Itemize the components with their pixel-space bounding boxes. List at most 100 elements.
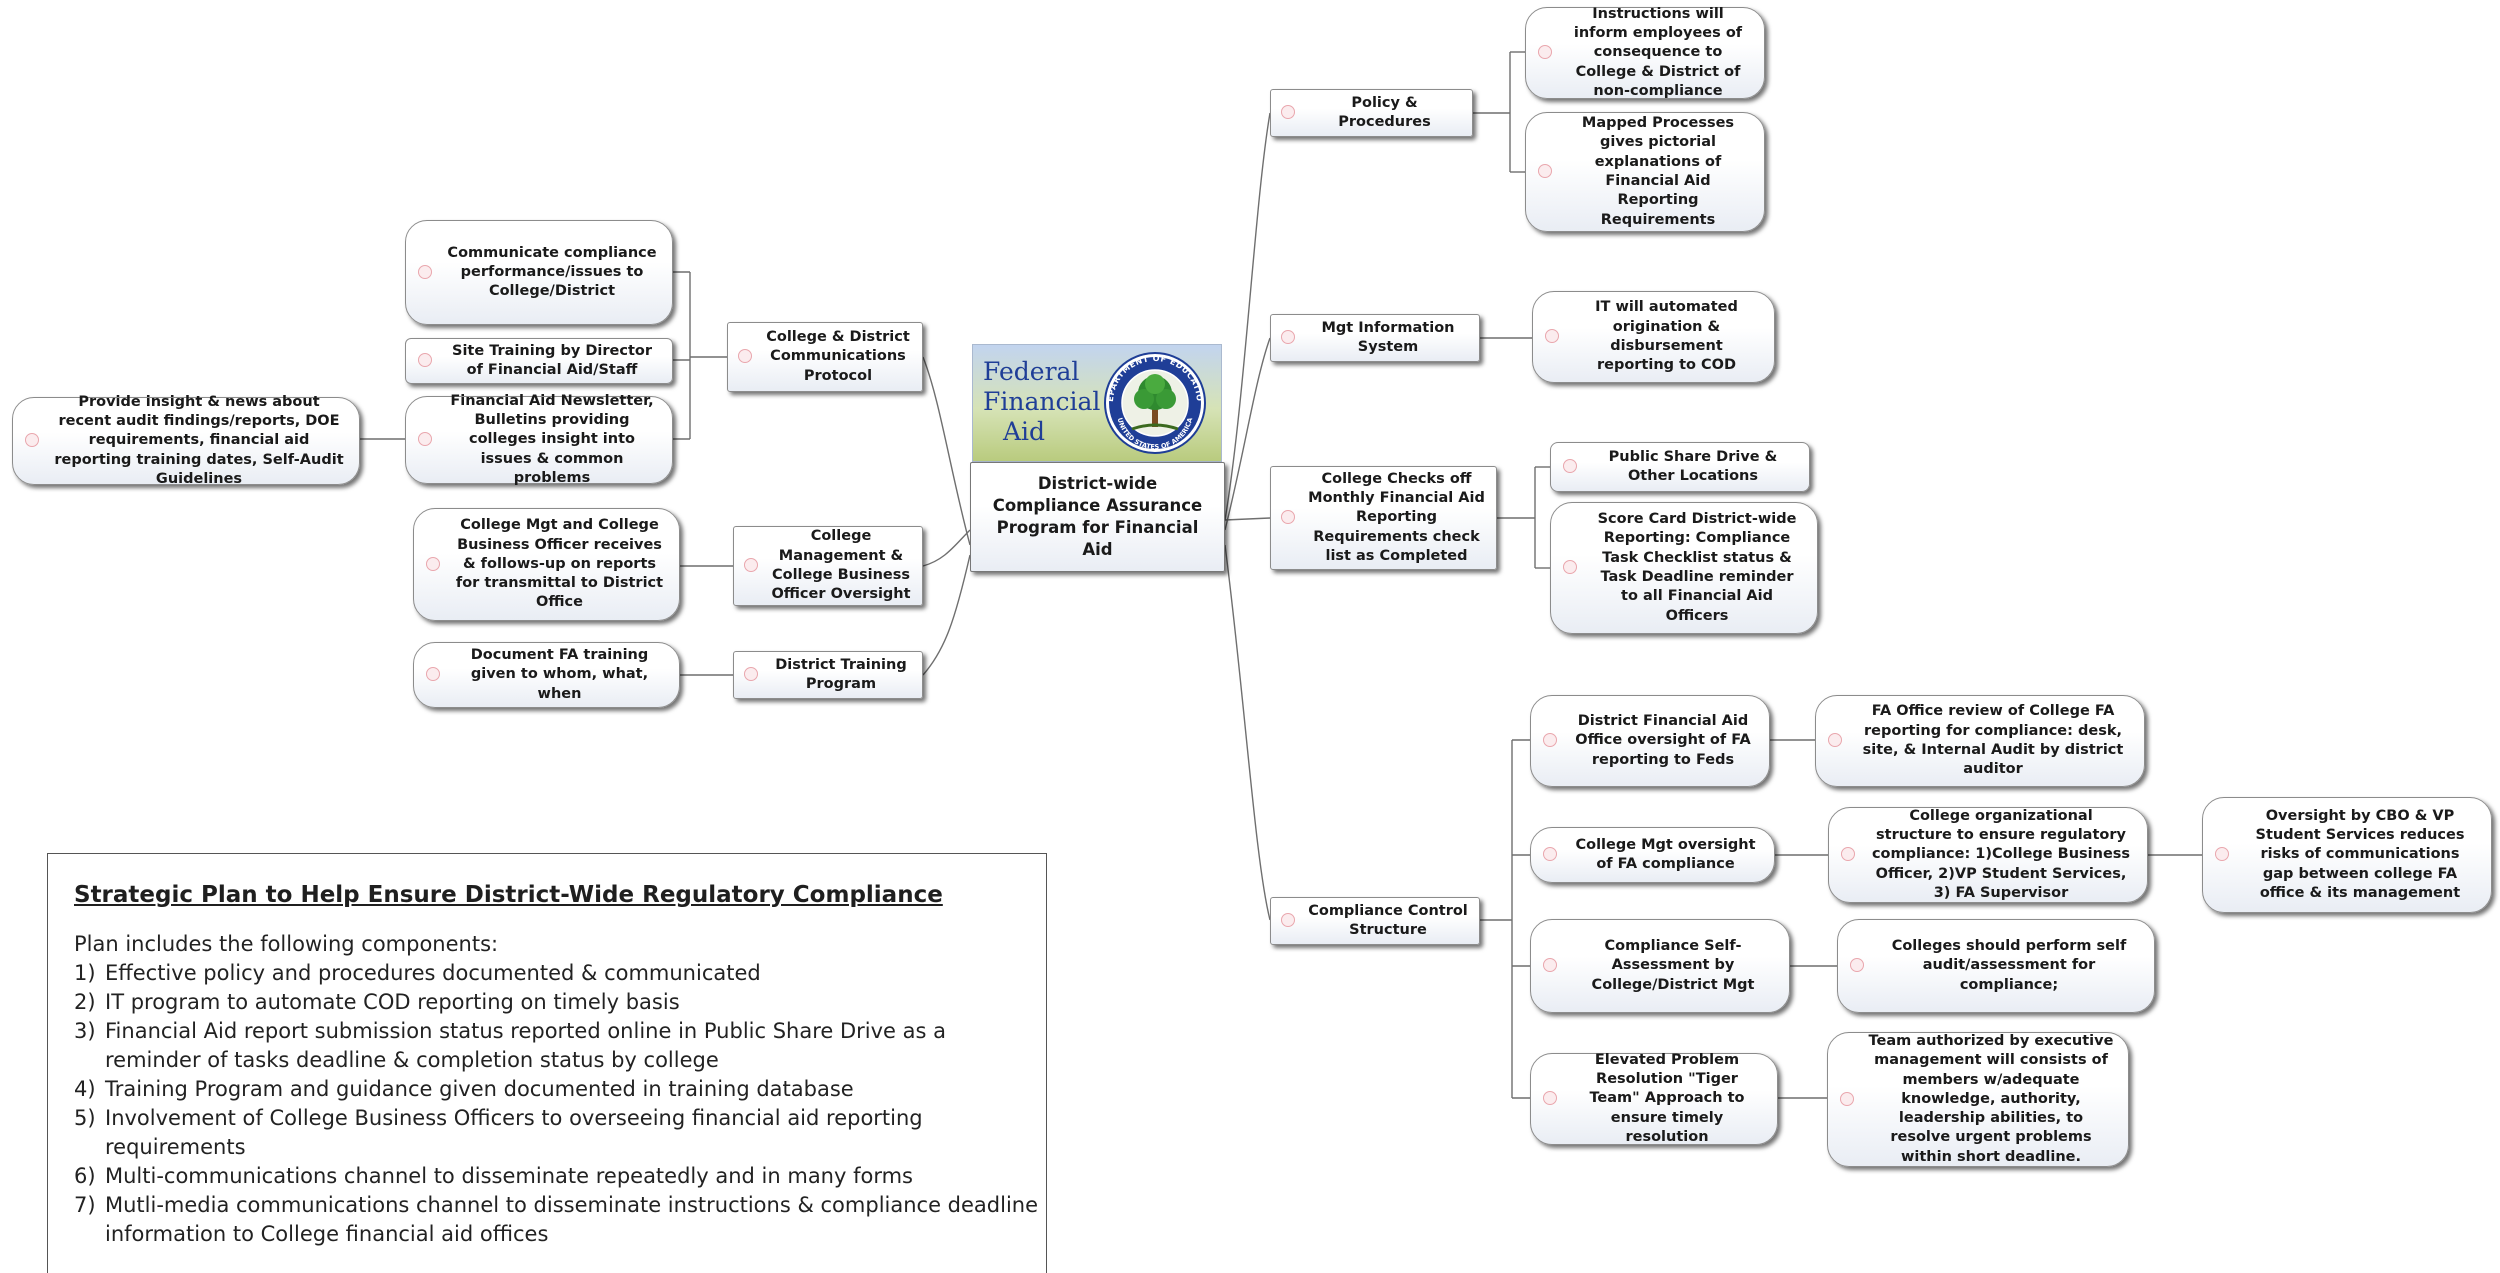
- topic-bullet-icon: [738, 349, 752, 363]
- topic-bullet-icon: [25, 433, 39, 447]
- plan-item-3: 3) Financial Aid report submission status…: [74, 1017, 1046, 1075]
- mis-child-node[interactable]: IT will automated origination & disburse…: [1532, 291, 1775, 383]
- topic-bullet-icon: [1543, 1091, 1557, 1105]
- control-grandchild-node-3[interactable]: Colleges should perform self audit/asses…: [1837, 919, 2155, 1013]
- checks-child-node-2[interactable]: Score Card District-wide Reporting: Comp…: [1550, 502, 1818, 634]
- mgmt-child-node[interactable]: College Mgt and College Business Officer…: [413, 508, 680, 621]
- plan-item-5: 5) Involvement of College Business Office…: [74, 1104, 1046, 1162]
- plan-item-text: Effective policy and procedures document…: [105, 961, 761, 985]
- checks-child-node-1[interactable]: Public Share Drive & Other Locations: [1550, 442, 1810, 492]
- comm-child-node-3[interactable]: Financial Aid Newsletter, Bulletins prov…: [405, 393, 673, 486]
- topic-bullet-icon: [1545, 329, 1559, 343]
- control-grandchild-node-1[interactable]: FA Office review of College FA reporting…: [1815, 695, 2145, 787]
- mis-label: Mgt Information System: [1321, 319, 1455, 355]
- plan-item-4: 4) Training Program and guidance given do…: [74, 1075, 1046, 1104]
- topic-bullet-icon: [426, 556, 440, 571]
- topic-bullet-icon: [1563, 560, 1577, 574]
- comm-child-node-1[interactable]: Communicate compliance performance/issue…: [405, 220, 673, 325]
- topic-bullet-icon: [1281, 105, 1295, 119]
- plan-item-number: 6): [74, 1164, 96, 1188]
- strategic-plan-title: Strategic Plan to Help Ensure District-W…: [74, 882, 943, 908]
- policy-child-node-2[interactable]: Mapped Processes gives pictorial explana…: [1525, 112, 1765, 232]
- topic-bullet-icon: [426, 667, 440, 681]
- control-child-label-4: Elevated Problem Resolution "Tiger Team"…: [1589, 1051, 1745, 1145]
- control-child-node-1[interactable]: District Financial Aid Office oversight …: [1530, 695, 1770, 787]
- policy-procedures-node[interactable]: Policy & Procedures: [1270, 89, 1473, 137]
- control-grandchild-label-3: Colleges should perform self audit/asses…: [1891, 938, 2127, 993]
- control-child-node-4[interactable]: Elevated Problem Resolution "Tiger Team"…: [1530, 1051, 1778, 1145]
- plan-item-text: Training Program and guidance given docu…: [105, 1077, 854, 1101]
- strategic-plan-intro: Plan includes the following components:: [74, 932, 499, 956]
- policy-child-label-1: Instructions will inform employees of co…: [1573, 5, 1743, 99]
- plan-item-7: 7) Mutli-media communications channel to …: [74, 1191, 1046, 1249]
- comm-grandchild-node[interactable]: Provide insight & news about recent audi…: [12, 394, 360, 487]
- plan-item-text: IT program to automate COD reporting on …: [105, 990, 680, 1014]
- control-child-label-2: College Mgt oversight of FA compliance: [1575, 836, 1756, 872]
- control-child-label-1: District Financial Aid Office oversight …: [1575, 713, 1751, 768]
- plan-item-text: Financial Aid report submission status r…: [105, 1019, 947, 1072]
- control-great-grandchild-node[interactable]: Oversight by CBO & VP Student Services r…: [2202, 797, 2492, 913]
- policy-child-label-2: Mapped Processes gives pictorial explana…: [1581, 115, 1735, 228]
- topic-bullet-icon: [1281, 510, 1295, 524]
- topic-bullet-icon: [1543, 733, 1557, 747]
- topic-bullet-icon: [1281, 330, 1295, 344]
- federal-financial-aid-logo: Federal Financial Aid DEPARTMENT OF EDUC…: [972, 344, 1222, 462]
- college-checks-label: College Checks off Monthly Financial Aid…: [1308, 470, 1485, 564]
- plan-item-number: 7): [74, 1193, 96, 1217]
- college-checks-node[interactable]: College Checks off Monthly Financial Aid…: [1270, 466, 1497, 570]
- control-great-grandchild-label: Oversight by CBO & VP Student Services r…: [2255, 807, 2465, 901]
- topic-bullet-icon: [744, 667, 758, 681]
- control-child-node-2[interactable]: College Mgt oversight of FA compliance: [1530, 827, 1775, 883]
- training-child-label: Document FA training given to whom, what…: [470, 647, 649, 702]
- topic-bullet-icon: [744, 558, 758, 572]
- topic-bullet-icon: [1828, 733, 1842, 747]
- comm-child-label-1: Communicate compliance performance/issue…: [447, 244, 657, 300]
- plan-item-number: 4): [74, 1077, 96, 1101]
- control-child-label-3: Compliance Self-Assessment by College/Di…: [1591, 938, 1755, 993]
- plan-item-text: Involvement of College Business Officers…: [105, 1106, 923, 1159]
- topic-bullet-icon: [1841, 847, 1855, 861]
- topic-bullet-icon: [1563, 459, 1577, 473]
- plan-item-text: Mutli-media communications channel to di…: [105, 1193, 1039, 1246]
- comm-protocol-label: College & District Communications Protoc…: [766, 329, 910, 384]
- topic-bullet-icon: [2215, 847, 2229, 861]
- topic-bullet-icon: [418, 264, 432, 279]
- logo-text: Federal Financial Aid: [983, 357, 1100, 447]
- plan-item-number: 3): [74, 1019, 96, 1043]
- control-child-node-3[interactable]: Compliance Self-Assessment by College/Di…: [1530, 919, 1790, 1013]
- comm-protocol-node[interactable]: College & District Communications Protoc…: [727, 322, 923, 392]
- comm-child-node-2[interactable]: Site Training by Director of Financial A…: [405, 338, 673, 384]
- topic-bullet-icon: [1543, 847, 1557, 861]
- control-grandchild-node-4[interactable]: Team authorized by executive management …: [1827, 1032, 2129, 1167]
- topic-bullet-icon: [1543, 958, 1557, 972]
- comm-grandchild-label: Provide insight & news about recent audi…: [54, 393, 344, 487]
- mgmt-oversight-node[interactable]: College Management & College Business Of…: [733, 526, 923, 606]
- strategic-plan-list: 1)Effective policy and procedures docume…: [74, 959, 1046, 1249]
- comm-child-label-3: Financial Aid Newsletter, Bulletins prov…: [450, 392, 654, 486]
- plan-item-number: 5): [74, 1106, 96, 1130]
- logo-line-federal: Federal: [983, 357, 1080, 386]
- topic-bullet-icon: [1850, 958, 1864, 972]
- topic-bullet-icon: [1840, 1091, 1854, 1106]
- control-grandchild-label-2: College organizational structure to ensu…: [1871, 807, 2131, 901]
- training-program-node[interactable]: District Training Program: [733, 651, 923, 699]
- compliance-control-node[interactable]: Compliance Control Structure: [1270, 897, 1480, 945]
- compliance-control-label: Compliance Control Structure: [1308, 902, 1468, 938]
- policy-child-node-1[interactable]: Instructions will inform employees of co…: [1525, 5, 1765, 99]
- topic-bullet-icon: [418, 353, 432, 367]
- topic-bullet-icon: [1538, 164, 1552, 178]
- plan-item-text: Multi-communications channel to dissemin…: [105, 1164, 913, 1188]
- plan-item-2: 2) IT program to automate COD reporting o…: [74, 988, 1046, 1017]
- policy-procedures-label: Policy & Procedures: [1338, 94, 1431, 130]
- control-grandchild-node-2[interactable]: College organizational structure to ensu…: [1828, 807, 2148, 903]
- mis-node[interactable]: Mgt Information System: [1270, 314, 1480, 362]
- plan-item-number: 2): [74, 990, 96, 1014]
- strategic-plan-box: Strategic Plan to Help Ensure District-W…: [47, 853, 1047, 1273]
- central-topic-node[interactable]: District-wide Compliance Assurance Progr…: [970, 462, 1225, 572]
- training-child-node[interactable]: Document FA training given to whom, what…: [413, 642, 680, 708]
- comm-child-label-2: Site Training by Director of Financial A…: [452, 342, 652, 378]
- control-grandchild-label-4: Team authorized by executive management …: [1868, 1033, 2114, 1165]
- mgmt-oversight-label: College Management & College Business Of…: [771, 528, 911, 603]
- checks-child-label-1: Public Share Drive & Other Locations: [1608, 448, 1778, 484]
